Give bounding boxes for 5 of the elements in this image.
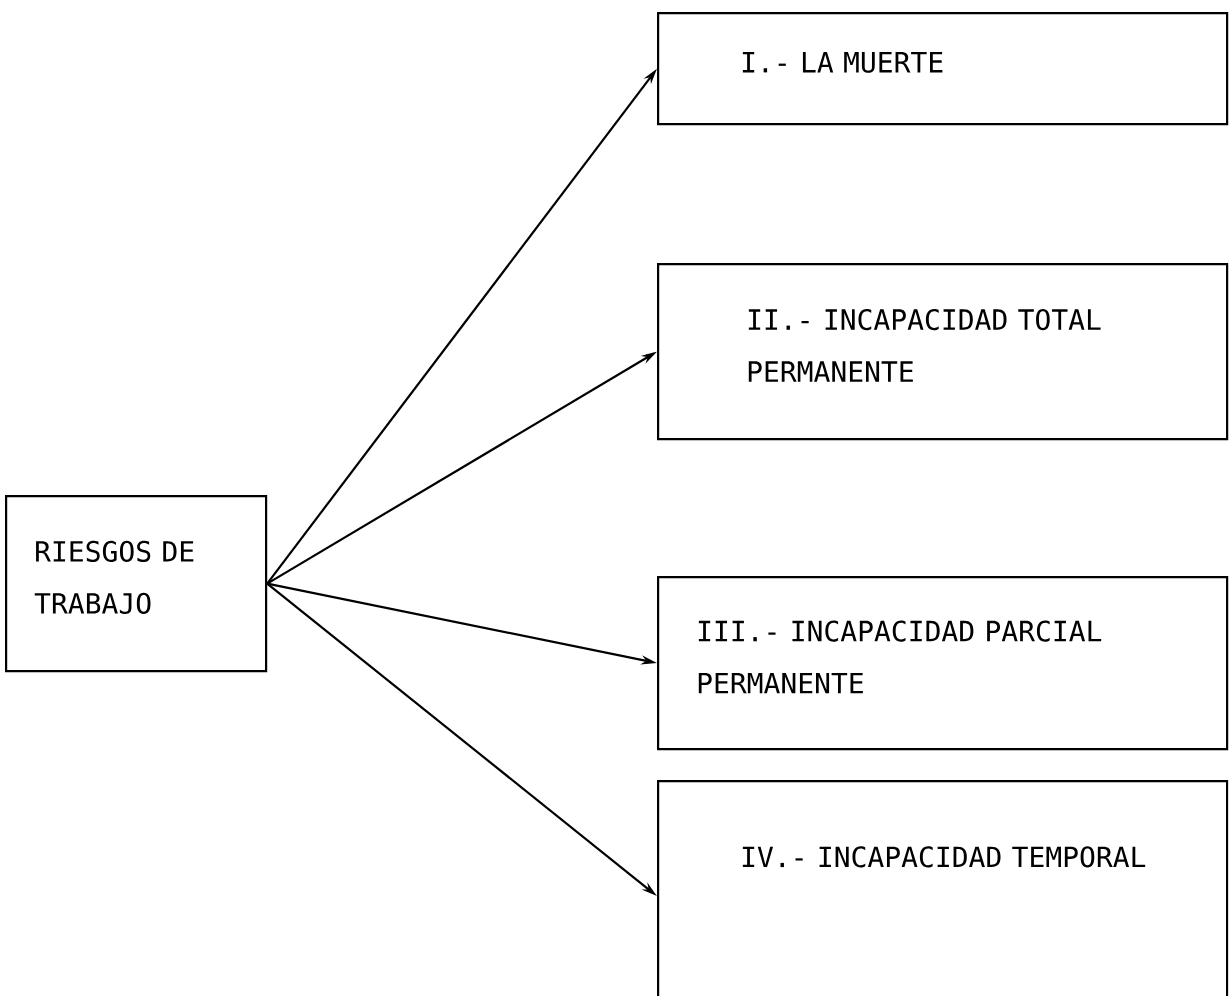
process-box: RIESGOS DE TRABAJO: [5, 495, 268, 673]
process-box: III.- INCAPACIDAD PARCIAL PERMANENTE: [657, 576, 1229, 751]
process-box: IV.- INCAPACIDAD TEMPORAL: [657, 780, 1229, 996]
process-box: II.- INCAPACIDAD TOTAL PERMANENTE: [657, 263, 1229, 441]
process-box: I.- LA MUERTE: [657, 12, 1229, 126]
